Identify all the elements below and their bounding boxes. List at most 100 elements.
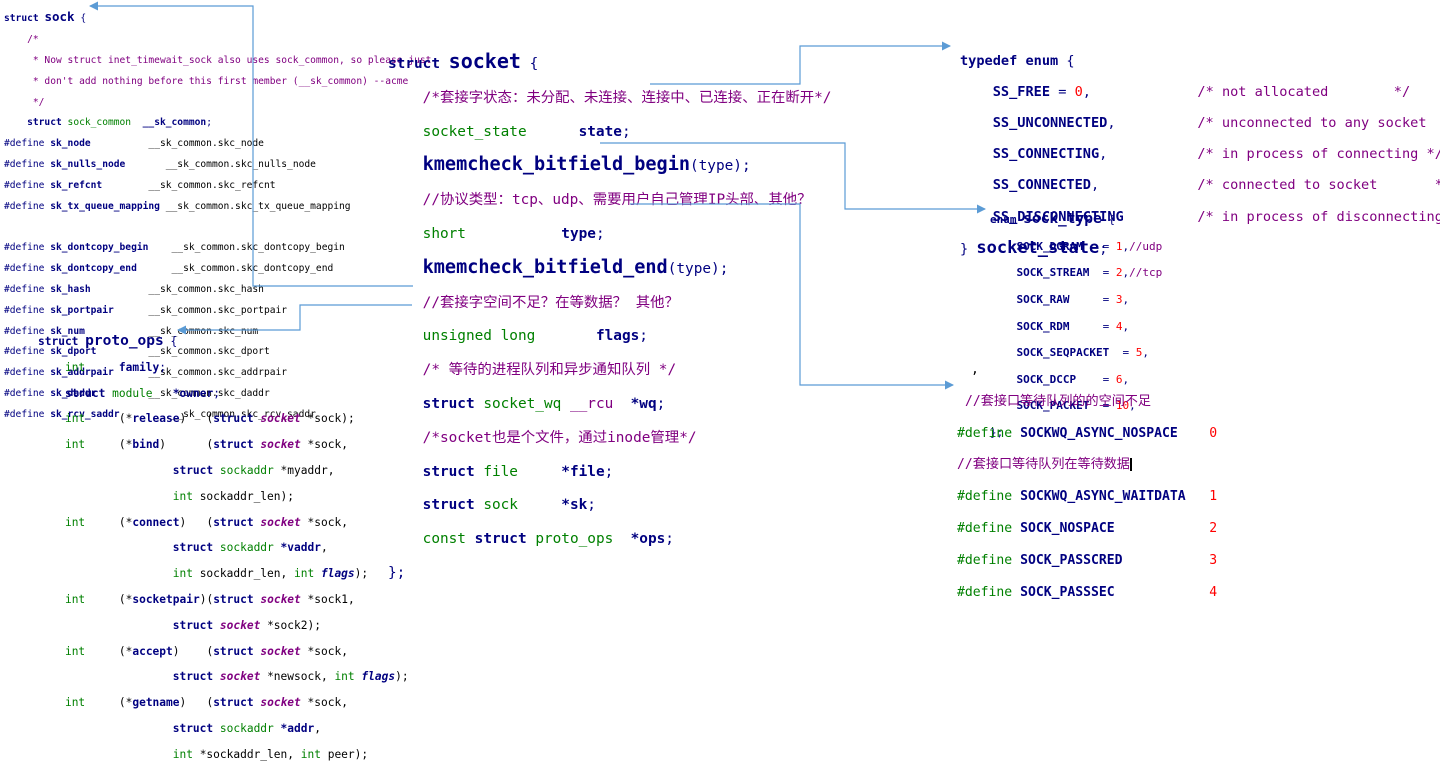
sock-comment-line: * Now struct inet_timewait_sock also use… — [4, 55, 432, 67]
enum-name: SOCK_SEQPACKET — [1016, 346, 1110, 360]
keyword-typedef: typedef — [960, 52, 1018, 69]
enum-item: SOCK_STREAM = 2,//tcp — [1016, 266, 1163, 280]
enum-value: 2 — [1115, 266, 1123, 280]
sock-common-member: struct sock_common __sk_common; — [4, 118, 431, 128]
define-kw: #define — [4, 263, 45, 275]
enum-name-sock-type: sock_type — [1023, 211, 1102, 228]
enum-name: SOCK_STREAM — [1016, 266, 1090, 280]
define-line: #define sk_nulls_node __sk_common.skc_nu… — [4, 159, 431, 171]
member-getname: int (*getname) (struct socket *sock, — [64, 696, 348, 710]
define-name: sk_refcnt — [50, 179, 103, 191]
define-value: 4 — [1209, 584, 1218, 600]
member-sk: struct sock *sk; — [422, 497, 596, 514]
member-type-name: type — [561, 225, 596, 242]
define-value: __sk_common.skc_nulls_node — [165, 159, 316, 171]
enum-comment: /* in process of disconnecting */ — [1197, 208, 1440, 225]
enum-name: SS_UNCONNECTED — [992, 114, 1108, 131]
define-line: #define sk_num __sk_common.skc_num — [4, 325, 431, 337]
define-value: __sk_common.skc_dontcopy_end — [171, 263, 334, 275]
brace: { — [520, 55, 539, 72]
comment-state: /*套接字状态：未分配、未连接、连接中、已连接、正在断开*/ — [422, 89, 832, 106]
enum-value: 3 — [1115, 293, 1123, 307]
define-kw: #define — [4, 242, 45, 254]
enum-comment: //udp — [1129, 239, 1163, 253]
define-line: #define sk_portpair __sk_common.skc_port… — [4, 304, 431, 316]
member-ops: const struct proto_ops *ops; — [422, 531, 674, 548]
sock-comment-line: */ — [4, 96, 45, 108]
macro-bitfield-begin: kmemcheck_bitfield_begin — [422, 154, 690, 176]
member-release: int (*release) (struct socket *sock); — [64, 412, 355, 426]
keyword-struct: struct — [422, 497, 475, 514]
define-name: sk_num — [50, 325, 85, 337]
define-line: #define SOCK_PASSSEC 4 — [957, 585, 1217, 601]
define-value: __sk_common.skc_daddr — [148, 388, 270, 400]
define-value: 3 — [1209, 552, 1218, 568]
member-family: int family; — [64, 360, 167, 374]
member-owner: struct module *owner; — [64, 386, 220, 400]
enum-value: 10 — [1115, 399, 1130, 413]
keyword-const: const — [422, 531, 466, 548]
define-value: __sk_common.skc_addrpair — [148, 367, 288, 379]
sock-comment-line: /* — [4, 34, 39, 46]
member-flags: unsigned long flags; — [422, 328, 648, 345]
member-bind: int (*bind) (struct socket *sock, — [64, 438, 348, 452]
define-kw: #define — [957, 520, 1013, 536]
define-name: sk_node — [50, 138, 91, 150]
arrow-ops-to-proto-ops — [177, 304, 412, 335]
define-kw: #define — [957, 584, 1013, 600]
define-kw: #define — [957, 489, 1013, 505]
enum-item: SS_FREE = 0, /* not allocated */ — [992, 83, 1411, 100]
define-line: #define sk_rcv_saddr __sk_common.skc_rcv… — [4, 408, 431, 420]
define-name: sk_dontcopy_end — [50, 263, 137, 275]
define-kw: #define — [4, 388, 45, 400]
comment-flags: //套接字空间不足？在等数据？ 其他？ — [422, 294, 679, 311]
brace: { — [163, 334, 178, 348]
member-connect: int (*connect) (struct socket *sock, — [64, 515, 348, 529]
enum-name: SOCK_PACKET — [1016, 399, 1090, 413]
macro-arg: (type) — [667, 260, 720, 277]
struct-name-socket: socket — [448, 48, 521, 73]
member-ops-name: *ops — [630, 531, 666, 548]
define-line: #define sk_dontcopy_begin __sk_common.sk… — [4, 243, 431, 253]
member-sk-common: __sk_common — [142, 117, 207, 129]
semicolon: ; — [206, 117, 212, 129]
define-kw: #define — [4, 283, 45, 295]
keyword-struct: struct — [422, 396, 475, 413]
type-short: short — [422, 225, 466, 242]
enum-name: SS_CONNECTING — [992, 146, 1100, 163]
arrow-flags-to-sockwq — [630, 203, 954, 390]
enum-name: SOCK_DCCP — [1016, 372, 1077, 386]
define-line: #define sk_tx_queue_mapping __sk_common.… — [4, 201, 431, 212]
closing-brace: }; — [990, 426, 1004, 440]
define-line: #define sk_daddr __sk_common.skc_daddr — [4, 388, 431, 400]
enum-comment: /* not allocated */ — [1197, 83, 1411, 100]
enum-item: SS_UNCONNECTED, /* unconnected to any so… — [960, 114, 1440, 132]
define-line: #define SOCK_NOSPACE 2 — [957, 521, 1217, 537]
keyword-struct: struct — [4, 13, 39, 25]
define-kw: #define — [4, 138, 45, 150]
member-wq: struct socket_wq __rcu *wq; — [422, 396, 666, 413]
keyword-enum: enum — [1025, 52, 1059, 69]
typedef-name: socket_state — [976, 237, 1100, 258]
connector-arrows — [89, 1, 986, 390]
define-line: #define SOCK_PASSCRED 3 — [957, 553, 1217, 569]
type-socket-state: socket_state — [422, 123, 527, 140]
sock-header: struct sock { — [4, 11, 431, 25]
define-value: __sk_common.skc_portpair — [148, 304, 288, 316]
define-kw: #define — [4, 408, 45, 420]
type-socket-wq: socket_wq — [483, 396, 562, 413]
define-value: __sk_common.skc_rcv_saddr — [171, 408, 316, 420]
define-kw: #define — [957, 425, 1013, 441]
define-line: #define sk_node __sk_common.skc_node — [4, 139, 431, 149]
define-name: sk_dport — [50, 346, 97, 358]
type-sock: sock — [483, 497, 518, 514]
keyword-struct: struct — [388, 55, 440, 72]
sock-comment-line: * don't add nothing before this first me… — [4, 75, 409, 87]
define-line: #define SOCKWQ_ASYNC_NOSPACE 0 — [957, 426, 1217, 442]
comment-nospace: //套接口等待队列的的空间不足 — [965, 393, 1151, 409]
define-value: 0 — [1209, 425, 1218, 441]
enum-value: 5 — [1135, 346, 1143, 360]
macro-bitfield-end: kmemcheck_bitfield_end — [422, 256, 668, 278]
define-name: sk_rcv_saddr — [50, 408, 120, 420]
enum-value: 6 — [1115, 372, 1123, 386]
